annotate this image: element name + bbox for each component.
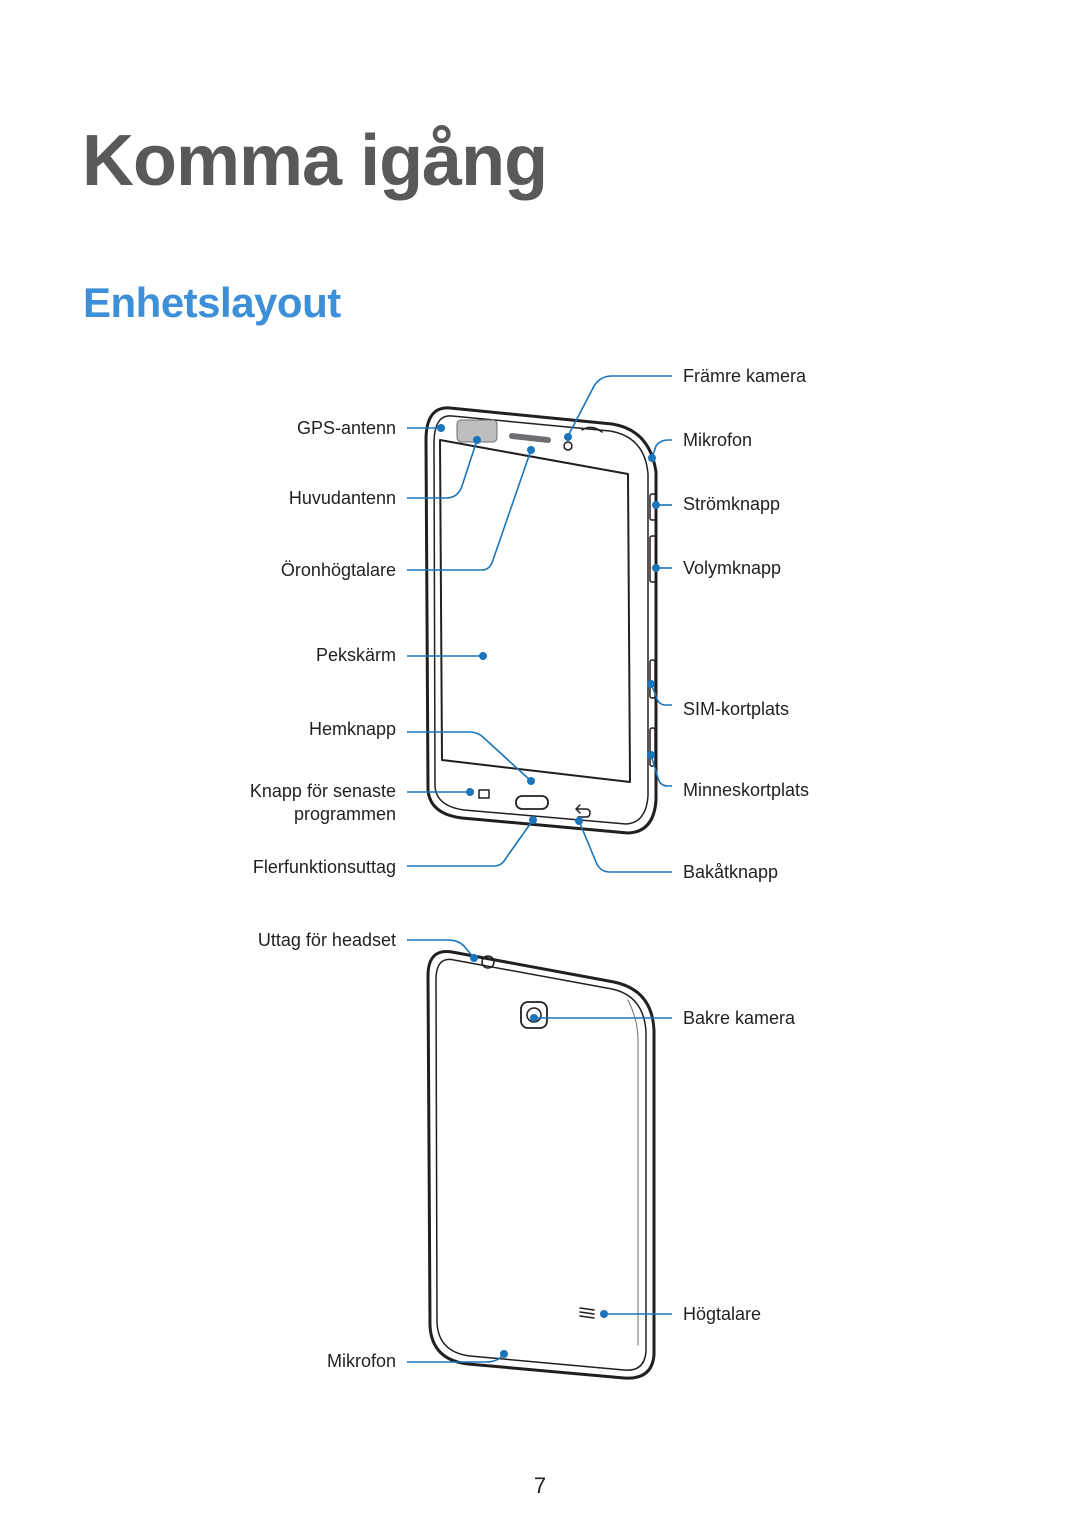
- label-main-antenna: Huvudantenn: [288, 488, 396, 508]
- label-headset-jack: Uttag för headset: [257, 930, 396, 950]
- label-microphone-top: Mikrofon: [683, 430, 753, 450]
- recent-apps-icon: [478, 789, 490, 799]
- rear-camera-housing: [520, 1001, 548, 1029]
- section-title: Enhetslayout: [83, 279, 341, 326]
- label-volume-button: Volymknapp: [683, 558, 782, 578]
- label-recent-apps-line2: programmen: [293, 804, 396, 824]
- front-display: [439, 439, 631, 783]
- back-icon: [575, 804, 591, 818]
- volume-key: [649, 535, 657, 583]
- label-back-button: Bakåtknapp: [683, 862, 779, 882]
- label-multipurpose-jack: Flerfunktionsuttag: [252, 857, 396, 877]
- memory-slot-shape: [649, 727, 656, 767]
- front-outer-body: [424, 406, 658, 835]
- headset-jack-shape: [481, 955, 495, 969]
- device-front: [424, 406, 658, 835]
- speaker-grille: [579, 1307, 595, 1319]
- label-earpiece: Öronhögtalare: [280, 560, 396, 580]
- front-inner-rim: [433, 415, 649, 825]
- earpiece-grille: [509, 433, 551, 443]
- front-callout-dots: [437, 424, 660, 825]
- front-camera-lens: [563, 441, 573, 451]
- device-back: [426, 950, 656, 1380]
- label-power-button: Strömknapp: [683, 494, 781, 514]
- label-touchscreen: Pekskärm: [315, 645, 396, 665]
- label-front-camera: Främre kamera: [683, 366, 807, 386]
- label-microphone-bottom: Mikrofon: [326, 1351, 396, 1371]
- label-sim-slot: SIM-kortplats: [683, 699, 790, 719]
- label-memory-card-slot: Minneskortplats: [683, 780, 810, 800]
- label-recent-apps-line1: Knapp för senaste: [249, 781, 396, 801]
- label-home-button: Hemknapp: [308, 719, 396, 739]
- label-rear-camera: Bakre kamera: [683, 1008, 796, 1028]
- back-callout-dots: [470, 954, 608, 1358]
- page-number: 7: [533, 1473, 547, 1498]
- label-gps-antenna: GPS-antenn: [296, 418, 396, 438]
- home-key: [515, 795, 549, 810]
- label-speaker: Högtalare: [683, 1304, 762, 1324]
- back-callouts: [407, 939, 672, 1363]
- back-outer-body: [426, 950, 656, 1380]
- back-inner-rim: [435, 958, 647, 1371]
- sim-slot-shape: [649, 659, 656, 699]
- front-callouts: [407, 375, 672, 873]
- chapter-title: Komma igång: [82, 121, 548, 201]
